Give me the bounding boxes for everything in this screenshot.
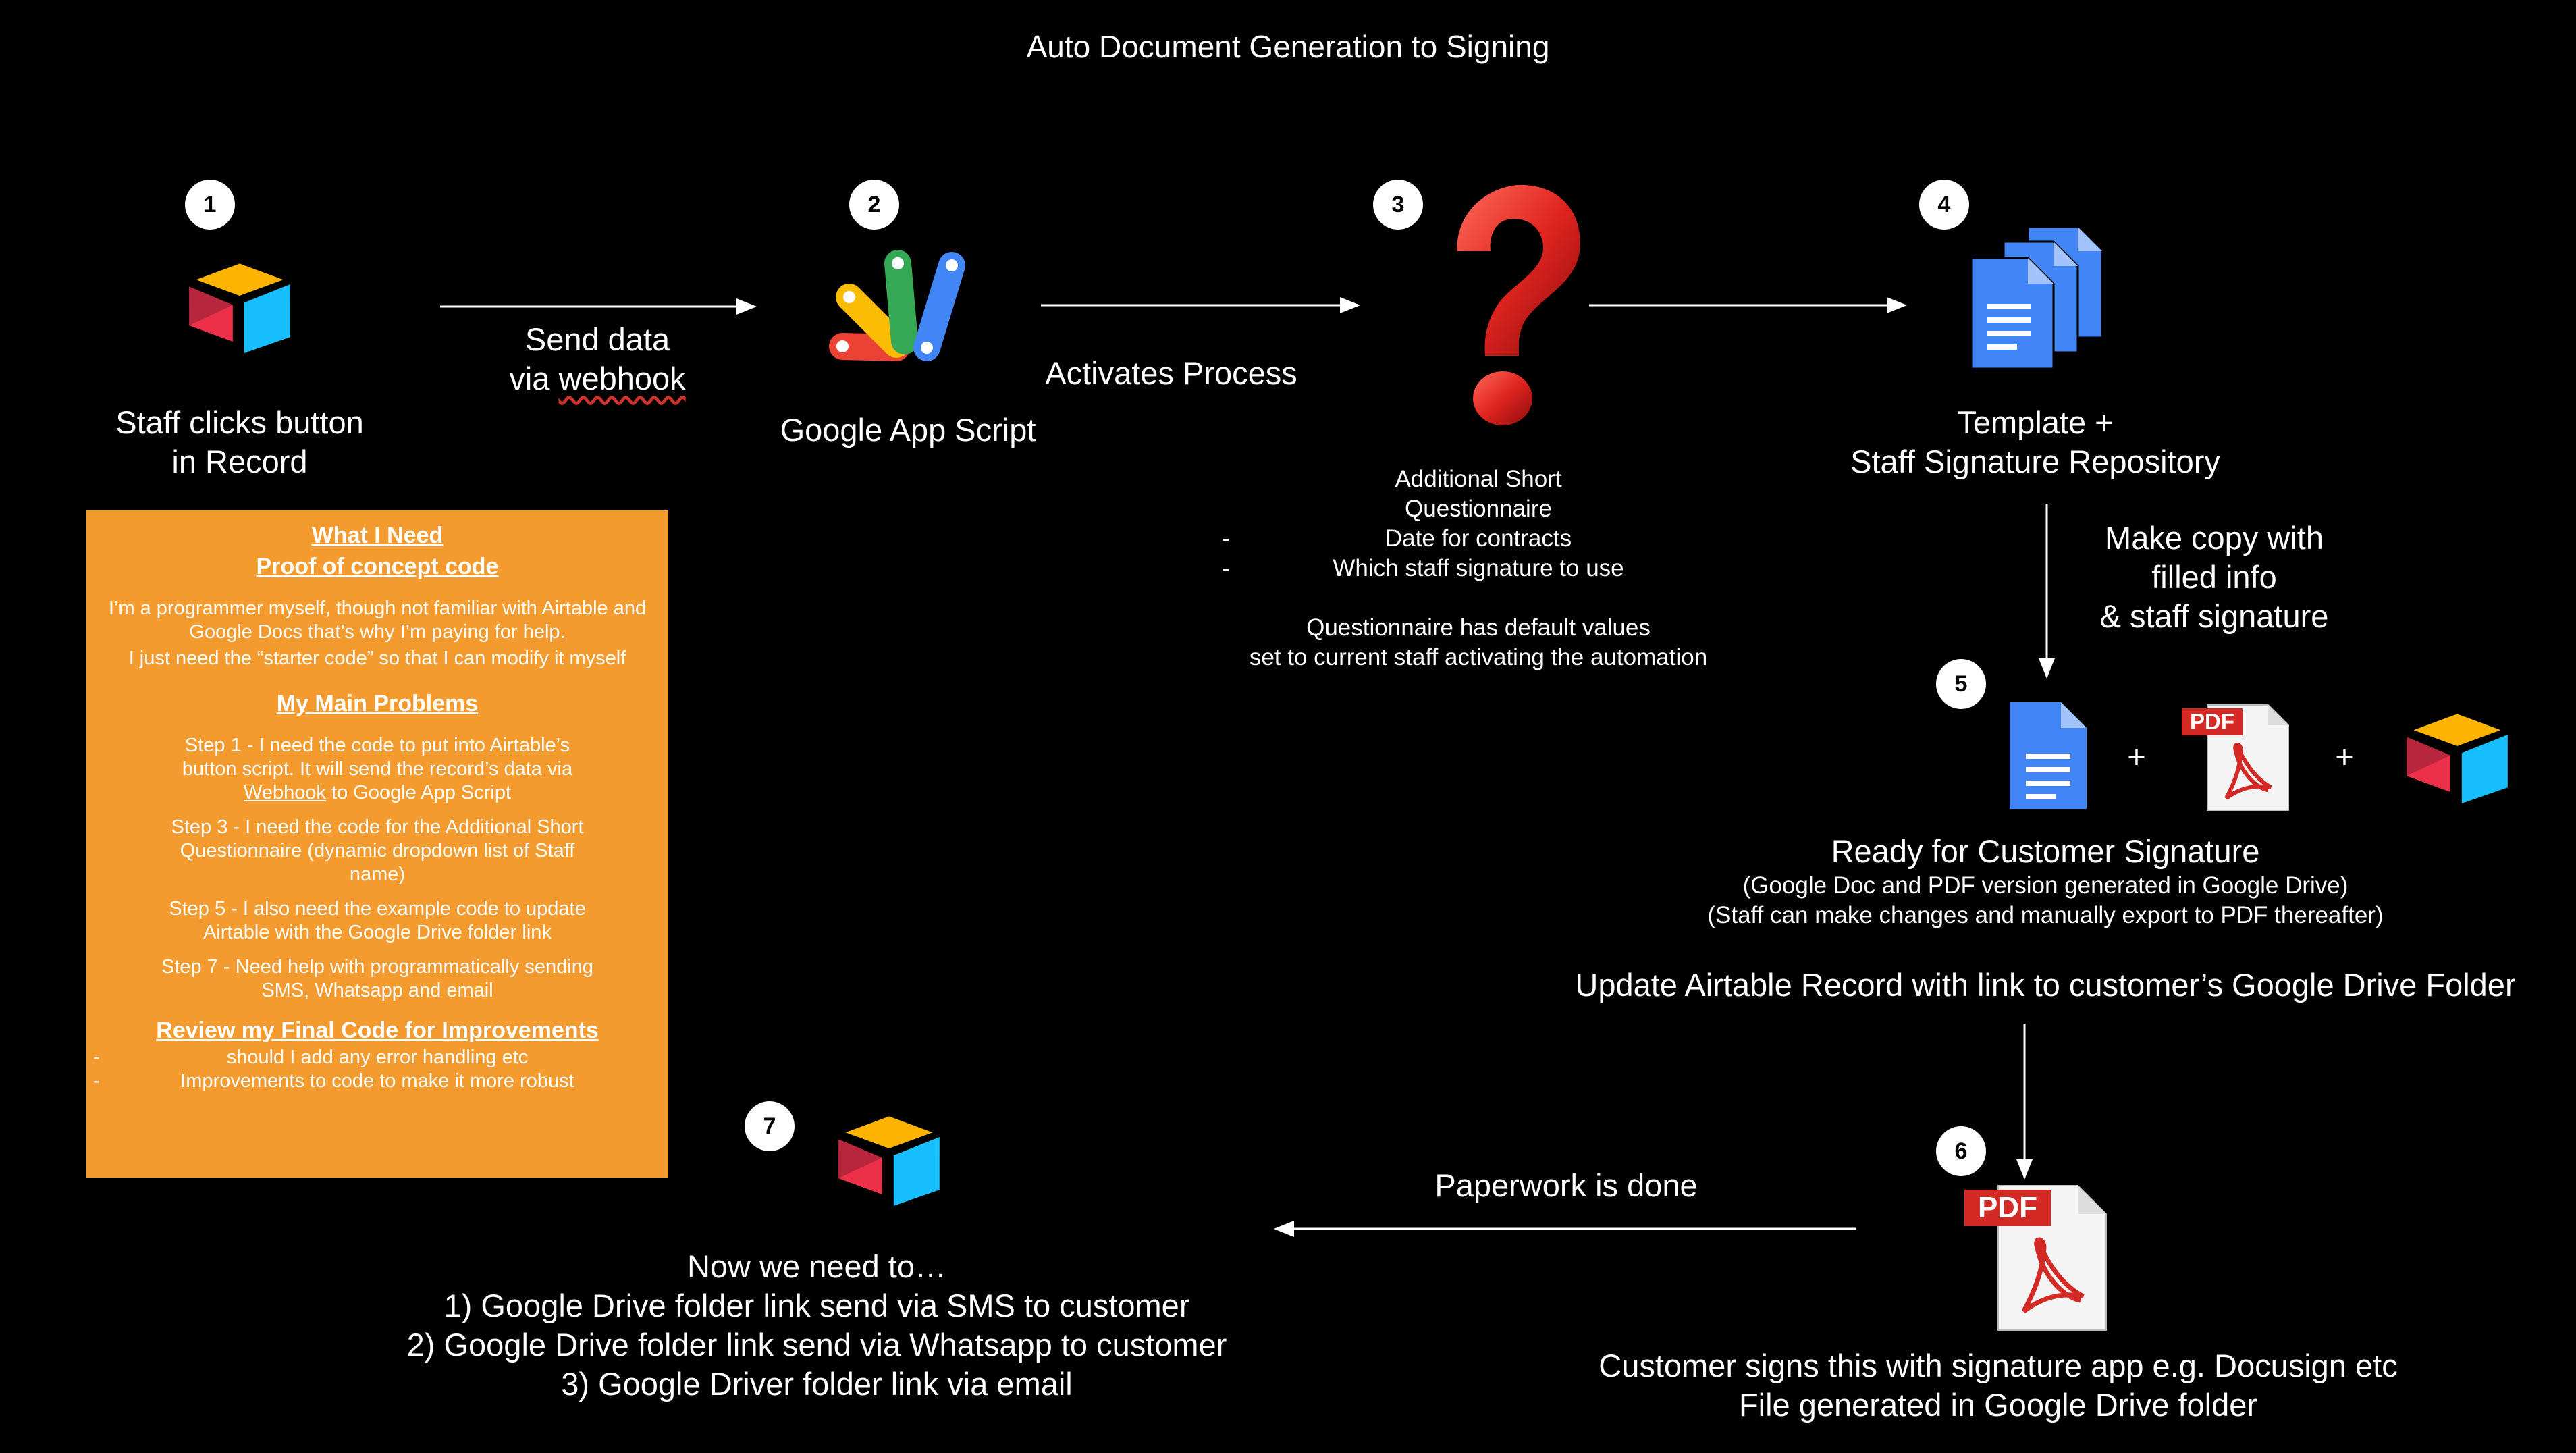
pdf-icon: PDF xyxy=(2182,704,2290,812)
panel-heading-what-i-need: What I Need xyxy=(311,523,444,548)
apps-script-icon xyxy=(829,250,965,361)
step5-update-record: Update Airtable Record with link to cust… xyxy=(1575,967,2516,1003)
panel-step5-need: Step 5 - I also need the example code to… xyxy=(169,898,586,943)
step-badge-3: 3 xyxy=(1373,180,1423,230)
panel-bullet: - should I add any error handling etc xyxy=(93,1047,529,1068)
step5-subtext: (Google Doc and PDF version generated in… xyxy=(1707,872,2384,928)
google-docs-icon xyxy=(2010,702,2087,809)
airtable-icon xyxy=(838,1116,940,1206)
panel-bullet: - Improvements to code to make it more r… xyxy=(93,1070,574,1092)
panel-heading-proof-of-concept: Proof of concept code xyxy=(256,554,499,579)
arrow-label-send-data: Send data via webhook xyxy=(509,321,686,396)
step-badge-4: 4 xyxy=(1919,180,1969,230)
step2-label: Google App Script xyxy=(780,412,1036,448)
airtable-icon xyxy=(2407,714,2508,803)
plus-sign: + xyxy=(2127,739,2146,774)
step-badge-6: 6 xyxy=(1936,1126,1986,1176)
panel-intro-2: I just need the “starter code” so that I… xyxy=(128,648,626,669)
step6-label: Customer signs this with signature app e… xyxy=(1599,1348,2398,1423)
step-badge-2: 2 xyxy=(849,180,899,230)
panel-intro: I’m a programmer myself, though not fami… xyxy=(108,598,647,643)
step7-next-steps: Now we need to… 1) Google Drive folder l… xyxy=(406,1248,1227,1402)
panel-step3-need: Step 3 - I need the code for the Additio… xyxy=(171,816,584,885)
panel-step7-need: Step 7 - Need help with programmatically… xyxy=(161,956,593,1001)
plus-sign: + xyxy=(2335,739,2354,774)
pdf-label: PDF xyxy=(1978,1191,2037,1224)
arrow-label-paperwork-done: Paperwork is done xyxy=(1434,1167,1698,1203)
requirements-panel: What I Need Proof of concept code I’m a … xyxy=(86,510,668,1178)
google-docs-icon xyxy=(1970,226,2103,369)
step3-questionnaire: Additional Short Questionnaire - Date fo… xyxy=(1222,466,1708,670)
arrow-label-make-copy: Make copy with filled info & staff signa… xyxy=(2099,520,2329,634)
step-badge-1: 1 xyxy=(185,180,235,230)
page-title: Auto Document Generation to Signing xyxy=(1026,29,1550,64)
panel-heading-review: Review my Final Code for Improvements xyxy=(156,1018,599,1043)
step4-label: Template + Staff Signature Repository xyxy=(1850,404,2220,479)
question-mark-icon xyxy=(1457,184,1580,425)
arrow-label-activates: Activates Process xyxy=(1045,355,1297,391)
panel-step1-need: Step 1 - I need the code to put into Air… xyxy=(182,735,573,803)
pdf-label: PDF xyxy=(2190,709,2234,734)
step5-heading: Ready for Customer Signature xyxy=(1831,833,2260,869)
airtable-icon xyxy=(189,263,290,353)
step-badge-5: 5 xyxy=(1936,659,1986,709)
pdf-icon: PDF xyxy=(1964,1183,2110,1333)
step1-label: Staff clicks button in Record xyxy=(115,404,364,479)
step-badge-7: 7 xyxy=(745,1101,795,1151)
panel-heading-main-problems: My Main Problems xyxy=(276,691,479,716)
